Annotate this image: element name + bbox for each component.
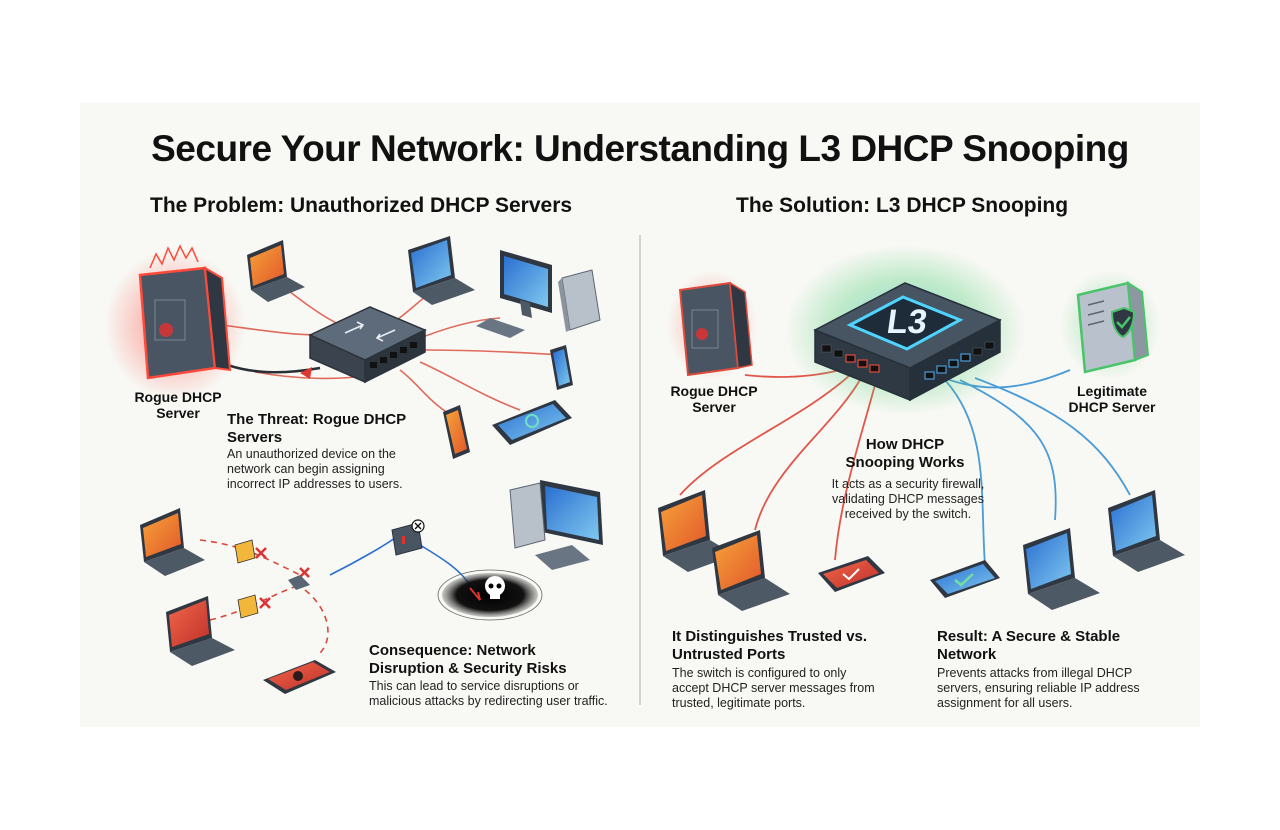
phone-icon	[550, 345, 573, 390]
how-title: How DHCP Snooping Works	[845, 436, 965, 471]
how-body: It acts as a security firewall, validati…	[831, 477, 985, 521]
laptop-icon	[658, 490, 735, 572]
small-switch-icon	[391, 519, 425, 556]
consequence-title: Consequence: Network Disruption & Securi…	[369, 642, 567, 677]
consequence-body: This can lead to service disruptions or …	[369, 679, 608, 708]
threat-body: An unauthorized device on the network ca…	[227, 447, 403, 491]
laptop-icon	[1023, 528, 1100, 610]
broken-paths	[199, 539, 329, 656]
solution-heading: The Solution: L3 DHCP Snooping	[736, 194, 1069, 217]
tablet-icon	[492, 400, 572, 445]
laptop-icon	[166, 596, 235, 666]
legit-server-label: Legitimate DHCP Server	[1068, 383, 1156, 415]
broken-packet-icon	[234, 539, 310, 619]
result-title: Result: A Secure & Stable Network	[937, 628, 1121, 663]
rogue-server-label: Rogue DHCP Server	[134, 389, 222, 421]
phone-icon	[263, 660, 336, 694]
l3-switch-icon	[785, 245, 1025, 415]
cable	[424, 349, 561, 356]
phone-icon	[443, 405, 470, 459]
switch-icon	[308, 306, 427, 384]
cable	[419, 361, 521, 411]
rogue-server-icon	[105, 244, 245, 400]
laptop-icon	[140, 508, 205, 576]
arrow-icon	[300, 367, 312, 379]
rogue-server-icon	[667, 270, 757, 380]
skull-icon	[437, 569, 543, 621]
desktop-icon	[476, 250, 601, 338]
result-body: Prevents attacks from illegal DHCP serve…	[937, 666, 1140, 710]
laptop-icon	[712, 530, 790, 611]
rogue-server-label-right: Rogue DHCP Server	[670, 383, 758, 415]
laptop-icon	[408, 236, 475, 305]
tablet-icon	[818, 556, 885, 592]
laptop-icon	[1108, 490, 1185, 572]
page-title: Secure Your Network: Understanding L3 DH…	[151, 128, 1129, 169]
shield-check-icon	[1110, 306, 1136, 339]
legit-server-icon	[1060, 270, 1160, 380]
laptop-icon	[247, 240, 305, 302]
cable	[329, 537, 396, 576]
threat-title: The Threat: Rogue DHCP Servers	[227, 411, 406, 446]
trusted-body: The switch is configured to only accept …	[672, 666, 875, 710]
trusted-title: It Distinguishes Trusted vs. Untrusted P…	[672, 628, 868, 663]
desktop-icon	[509, 480, 603, 570]
switch-label: L3	[884, 303, 930, 341]
tablet-icon	[930, 560, 1000, 598]
problem-heading: The Problem: Unauthorized DHCP Servers	[150, 194, 573, 217]
